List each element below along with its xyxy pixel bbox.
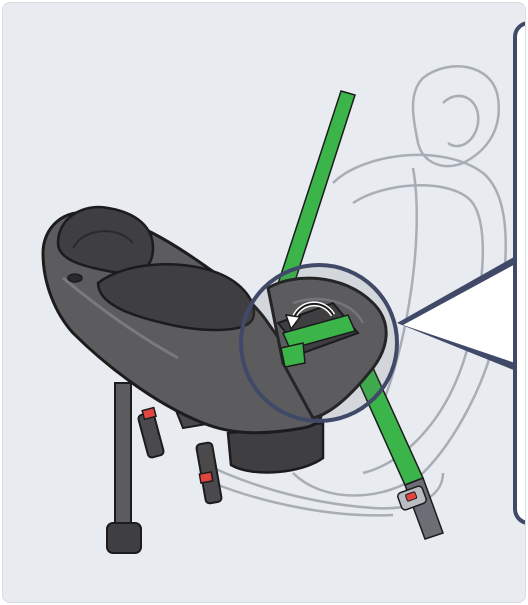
support-leg [107,383,141,553]
callout-box [515,23,526,523]
car-seat-installation-graphic [3,3,526,603]
